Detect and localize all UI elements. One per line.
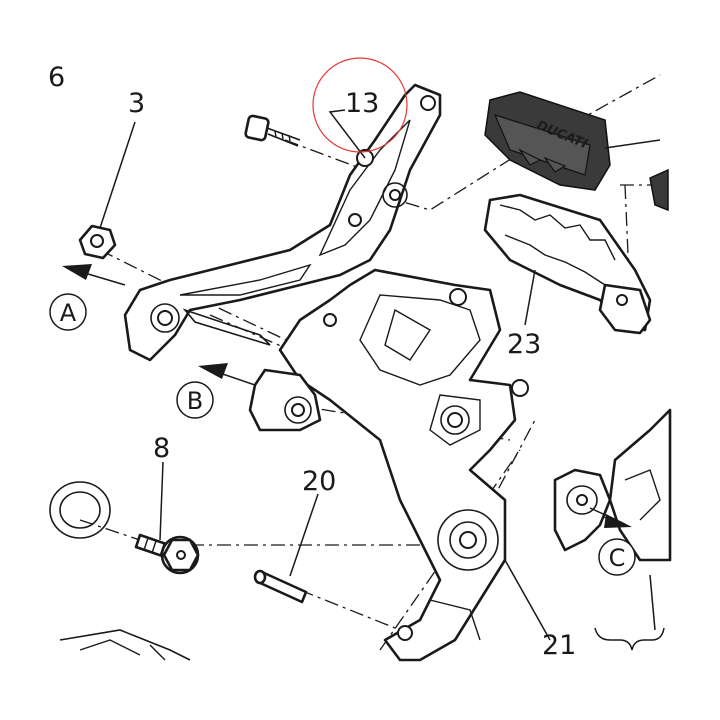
callout-21: 21 xyxy=(542,630,576,661)
bolt-13 xyxy=(244,114,301,147)
direction-arrows xyxy=(62,264,632,528)
lower-left-bracket xyxy=(248,368,322,432)
callout-20: 20 xyxy=(302,466,336,497)
rubber-pad: DUCATI xyxy=(484,91,611,191)
arrow-c-icon xyxy=(604,514,632,528)
nut-3 xyxy=(78,224,117,260)
arrow-b-icon xyxy=(198,363,228,379)
callout-13: 13 xyxy=(345,88,379,119)
upper-bracket xyxy=(123,83,442,362)
bottom-left-partial xyxy=(49,481,191,661)
pin-20 xyxy=(253,569,308,604)
highlight-circle-13 xyxy=(312,57,408,153)
top-right-partial xyxy=(604,139,669,212)
footpeg-23 xyxy=(483,193,652,335)
callout-6-partial: 6 xyxy=(48,62,65,93)
svg-text:A: A xyxy=(60,299,77,327)
leader-lines xyxy=(99,109,656,641)
callout-8: 8 xyxy=(153,433,170,464)
callout-23: 23 xyxy=(507,329,541,360)
circle-label-c: C xyxy=(598,538,636,576)
frame-bracket xyxy=(278,268,529,662)
svg-text:C: C xyxy=(609,544,626,572)
circle-label-b: B xyxy=(176,381,214,419)
svg-text:B: B xyxy=(187,387,203,415)
arrow-a-icon xyxy=(62,264,92,280)
circle-label-a: A xyxy=(49,293,87,331)
brace-21 xyxy=(594,627,665,651)
right-partial-bracket xyxy=(553,408,672,562)
plate-strip xyxy=(182,308,271,346)
callout-3: 3 xyxy=(128,88,145,119)
bolt-8 xyxy=(134,533,200,575)
